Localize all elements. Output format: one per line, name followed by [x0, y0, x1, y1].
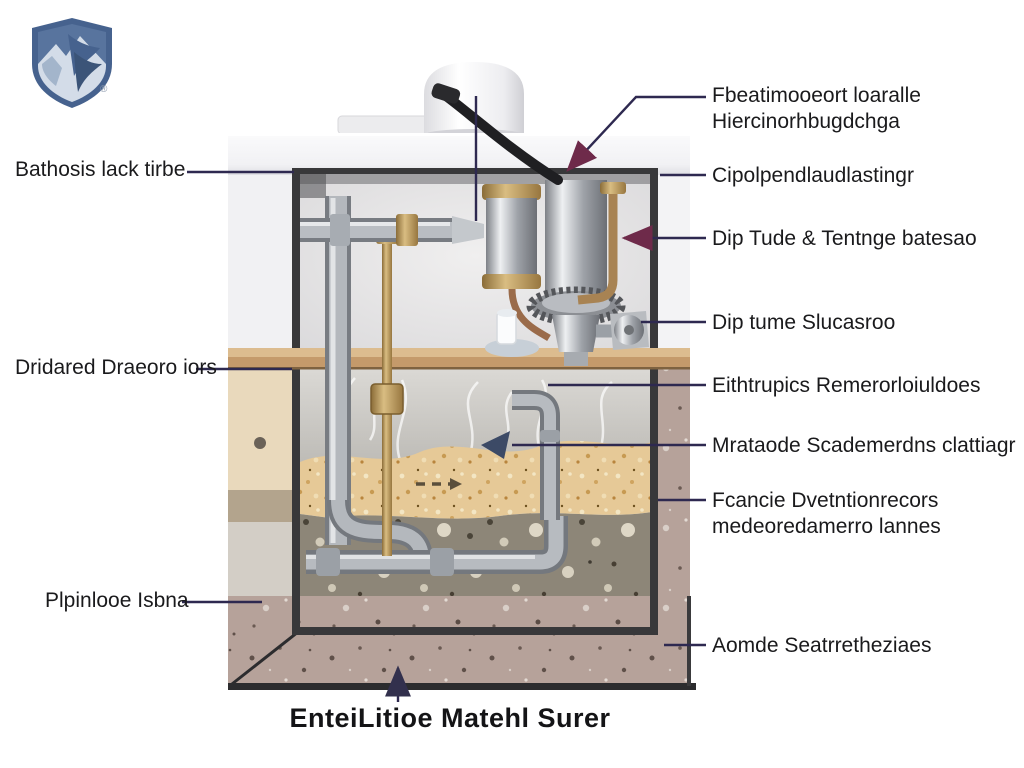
left-strip-tan	[228, 490, 296, 522]
power-cable	[431, 83, 563, 185]
valve-body	[552, 315, 600, 352]
taper-fitting	[452, 216, 484, 244]
frame-left	[292, 168, 300, 634]
center-cylinder	[526, 180, 649, 366]
left-strip-beige	[228, 368, 296, 490]
frame-bottom	[292, 627, 658, 635]
vertical-pipe	[325, 196, 351, 545]
label-right-1-line1: Fbeatimooeort loaralle	[712, 84, 921, 107]
label-right-6: Mrataode Scademerdns clattiagr	[712, 434, 1016, 457]
shield-icon	[32, 18, 112, 108]
label-left-2: Dridared Draeoro iors	[15, 356, 217, 379]
frame-right	[650, 168, 658, 634]
label-left-3: Plpinlooe Isbna	[45, 589, 189, 612]
label-right-4: Dip tume Slucasroo	[712, 311, 896, 334]
label-right-3: Dip Tude & Tentnge batesao	[712, 227, 977, 250]
right-outline	[687, 596, 691, 686]
upper-horizontal-pipe	[300, 214, 484, 246]
plastic-shelf-valve	[485, 309, 539, 357]
label-right-7: Fcancie Dvetntionrecors medeoredamerro l…	[712, 488, 1024, 540]
wooden-shelf	[228, 348, 690, 370]
base-concrete	[228, 368, 696, 690]
thin-brass-pipe	[577, 182, 626, 305]
bottom-drain-pipe	[306, 516, 568, 576]
label-right-2: Cipolpendlaudlastingr	[712, 164, 914, 187]
cabinet-top-highlight	[228, 133, 690, 136]
cabinet	[228, 62, 690, 368]
leader-right-1	[566, 95, 706, 172]
shelf-top	[228, 348, 690, 359]
left-strip-gray	[228, 522, 296, 600]
shelf-edge-line	[228, 367, 690, 370]
left-strip-dot	[254, 437, 266, 449]
inner-corner-shadow	[296, 172, 326, 198]
corner-cut-line	[231, 630, 299, 686]
tank-layers	[228, 368, 652, 632]
copper-tube	[508, 288, 551, 341]
label-right-1-line2: Hiercinorhbugdchga	[712, 110, 900, 133]
resin-navy-arrow	[481, 431, 510, 459]
label-right-7-line1: Fcancie Dvetntionrecors	[712, 489, 939, 512]
dome-cap	[424, 62, 524, 135]
bottom-outline	[228, 683, 696, 690]
label-left-1: Bathosis lack tirbe	[15, 158, 186, 181]
cabinet-left-panel	[228, 175, 296, 368]
label-right-7-line2: medeoredamerro lannes	[712, 515, 941, 538]
label-right-1: Fbeatimooeort loaralle Hiercinorhbugdchg…	[712, 83, 1024, 135]
mountain-shield-logo	[22, 12, 122, 112]
cabinet-right-panel	[652, 175, 690, 368]
plumbing-components	[300, 83, 649, 576]
resin-dashed-arrowhead	[450, 478, 462, 490]
bottom-concrete-band	[228, 596, 690, 686]
label-right-5: Eithtrupics Remerorloiuldoes	[712, 374, 981, 397]
label-right-8: Aomde Seatrretheziaes	[712, 634, 932, 657]
left-cylinder	[482, 184, 551, 341]
elbow-pipe	[512, 390, 560, 520]
bottom-caption: EnteiLitioe Matehl Surer	[289, 703, 611, 733]
top-tray	[337, 115, 433, 135]
leader-lines	[182, 95, 706, 702]
registered-trademark: ®	[100, 84, 108, 95]
